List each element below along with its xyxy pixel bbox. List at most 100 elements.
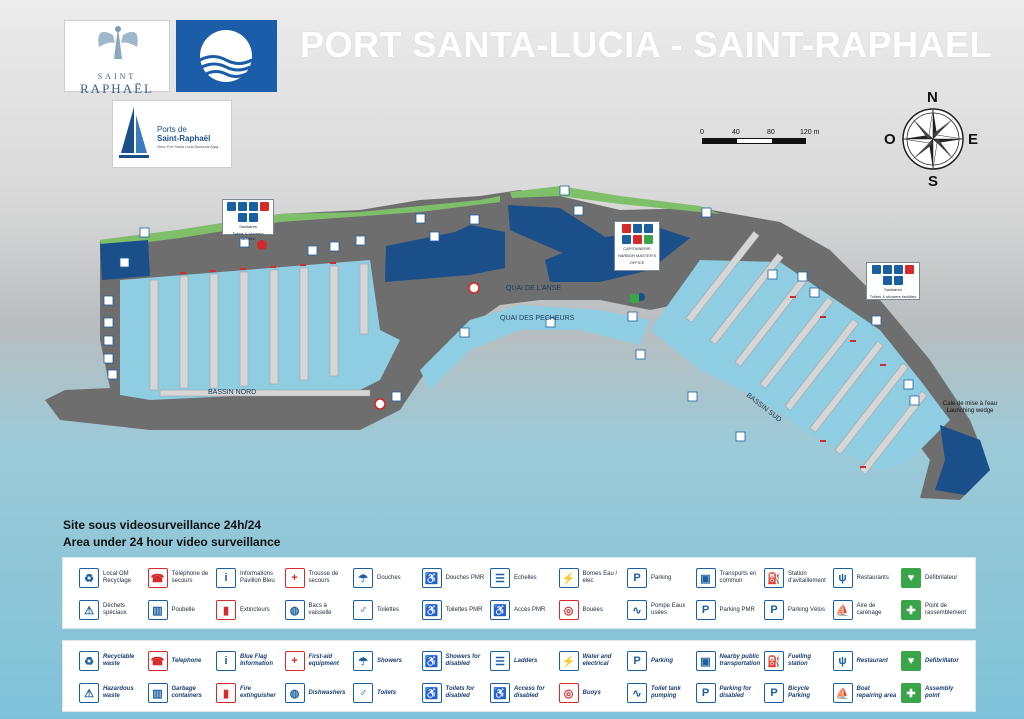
legend-item-toilet: ♂Toilettes xyxy=(353,598,417,622)
restaurant-icon: ψ xyxy=(832,568,853,588)
legend-item-toilet: ♂ Toilets xyxy=(353,681,417,705)
basin-south xyxy=(650,260,950,470)
legend-item-water-electric: ⚡Water and electrical xyxy=(558,649,623,673)
toilet-icon xyxy=(238,202,247,211)
launch-line1: Cale de mise à l'eau xyxy=(942,401,998,407)
location-pin-icon xyxy=(257,240,267,250)
legend-label: Boat repairing area xyxy=(856,686,897,699)
compass-icon xyxy=(902,108,964,170)
legend-item-assembly-point: ✚Assembly point xyxy=(901,681,965,705)
compass-s: S xyxy=(928,173,939,190)
sanitaires-panel-right: Sanitaires Toilets & showers facilities xyxy=(866,262,920,300)
legend-item-defibrillator: ♥Défibrilateur xyxy=(901,566,965,590)
assembly-point-icon xyxy=(630,294,639,303)
surveillance-fr: Site sous videosurveillance 24h/24 xyxy=(63,518,262,532)
launch-wedge-label: Cale de mise à l'eau Launching wedge xyxy=(930,401,1010,415)
capitainerie-line3: OFFICE xyxy=(629,260,645,265)
hazardous-waste-icon: ⚠ xyxy=(79,600,99,620)
harbor-entrance xyxy=(420,305,650,390)
legend-item-ladder: ☰Echelles xyxy=(490,566,554,590)
phone-icon xyxy=(621,224,631,233)
legend-label: Parking PMR xyxy=(719,606,755,613)
pump-icon: ∿ xyxy=(627,683,647,703)
info-icon: i xyxy=(216,651,236,671)
legend-label: Parking Vélos xyxy=(788,606,826,613)
legend-label: Showers xyxy=(377,657,403,664)
legend-item-recycle: ♻Recyclable waste xyxy=(79,649,143,673)
recycle-icon: ♻ xyxy=(79,568,99,588)
legend-label: Showers for disabled xyxy=(445,654,481,667)
phone-icon: ☎ xyxy=(147,651,168,671)
shower-disabled-icon: ♿ xyxy=(421,568,442,588)
legend-label: Point de rassemblement xyxy=(925,603,967,616)
legend-label: Telephone xyxy=(171,657,202,664)
buoy-icon: ◎ xyxy=(558,683,579,703)
buoy-icon xyxy=(260,202,269,211)
legend-label: Defibrillator xyxy=(925,657,959,664)
legend-label: Défibrilateur xyxy=(925,574,958,581)
legend-item-defibrillator: ♥Defibrillator xyxy=(901,649,965,673)
sanitaires-right-sub: Toilets & showers facilities xyxy=(869,294,917,299)
dishwasher-icon: ◍ xyxy=(284,600,305,620)
blue-flag-logo xyxy=(176,20,277,92)
phone-icon: ☎ xyxy=(147,568,168,588)
info-icon xyxy=(227,202,236,211)
basin-north xyxy=(120,260,400,400)
legend-item-pump: ∿Toilet tank pumping xyxy=(627,681,691,705)
extinguisher-icon: ▮ xyxy=(216,683,236,703)
legend-label: Toilets xyxy=(377,689,397,696)
legend-label: Garbage containers xyxy=(171,686,202,699)
logo-ports-line3: Vieux Port Santa Lucia Boulouris Agay xyxy=(157,145,219,149)
boat-repair-icon: ⛵ xyxy=(832,683,853,703)
angel-icon xyxy=(98,26,138,59)
compass-e: E xyxy=(968,131,979,148)
first-aid-icon: + xyxy=(284,651,305,671)
legend-item-assembly-point: ✚Point de rassemblement xyxy=(901,598,967,622)
water-electric-icon: ⚡ xyxy=(558,651,579,671)
bus-icon: ▣ xyxy=(695,568,716,588)
scale-label-120: 120 m xyxy=(800,129,820,136)
legend-label: First-aid equipment xyxy=(308,654,339,667)
legend-item-shower-disabled: ♿Showers for disabled xyxy=(421,649,486,673)
legend-english: ♻Recyclable waste☎Telephone i Blue Flag In… xyxy=(62,640,976,712)
legend-item-hazardous-waste: ⚠Hazardous waste xyxy=(79,681,143,705)
legend-label: Blue Flag Information xyxy=(240,654,273,667)
legend-item-buoy: ◎Bouées xyxy=(558,598,623,622)
parking-icon: P xyxy=(627,651,647,671)
buoy-icon xyxy=(468,282,480,294)
legend-label: Parking xyxy=(651,657,674,664)
access-disabled-icon xyxy=(883,276,892,285)
legend-item-shower: ☂Douches xyxy=(353,566,417,590)
legend-item-bus: ▣Nearby public transportation xyxy=(695,649,760,673)
assembly-point-icon: ✚ xyxy=(901,683,921,703)
legend-label: Station d'avitaillement xyxy=(788,571,826,584)
ladder-icon: ☰ xyxy=(490,651,510,671)
logo-city-line1: SAINT xyxy=(97,72,137,81)
legend-label: Douches xyxy=(377,574,401,581)
page-title: PORT SANTA-LUCIA - SAINT-RAPHAEL xyxy=(300,24,992,65)
buoy-icon: ◎ xyxy=(558,600,579,620)
legend-item-access-disabled: ♿Access for disabled xyxy=(490,681,554,705)
legend-label: Bouées xyxy=(582,606,603,613)
surveillance-en: Area under 24 hour video surveillance xyxy=(63,535,281,549)
water-electric-icon: ⚡ xyxy=(558,568,579,588)
legend-item-parking: P Parking xyxy=(627,649,691,673)
quai-label-1: QUAI DE L'ANSE xyxy=(506,285,561,292)
parking-icon xyxy=(894,276,903,285)
legend-item-pump: ∿Pompe Eaux usées xyxy=(627,598,691,622)
hazardous-waste-icon: ⚠ xyxy=(79,683,99,703)
parking-disabled-icon: P xyxy=(695,683,716,703)
access-disabled-icon xyxy=(643,224,653,233)
info-icon xyxy=(872,265,881,274)
parking-icon xyxy=(249,213,258,222)
toilet-icon: ♂ xyxy=(353,683,373,703)
legend-label: Dishwashers xyxy=(308,689,346,696)
legend-item-bus: ▣Transports en commun xyxy=(695,566,760,590)
legend-label: Pompe Eaux usées xyxy=(651,603,686,616)
fuel-icon: ⛽ xyxy=(764,651,784,671)
